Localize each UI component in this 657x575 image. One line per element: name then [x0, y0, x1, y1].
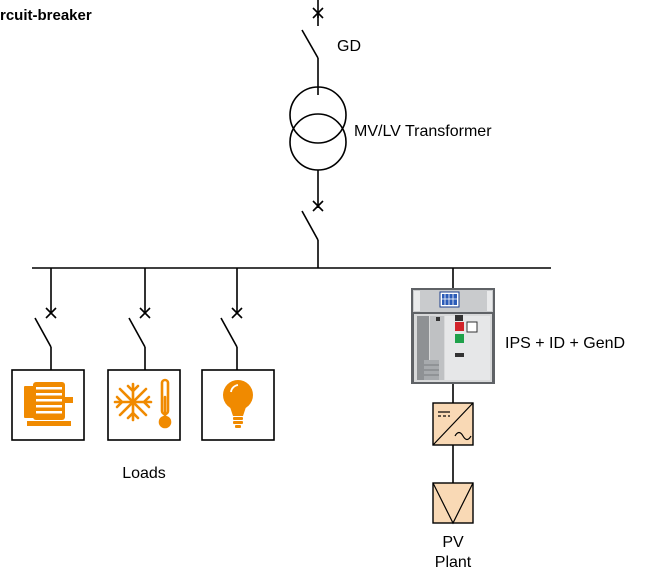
pv-label-line-1: PV — [442, 534, 464, 551]
transformer-icon — [289, 86, 347, 171]
motor-icon — [24, 382, 73, 426]
diagram-title: rcuit-breaker — [0, 7, 92, 24]
load-feeder-1-switch — [34, 268, 57, 370]
inverter-dc-ac-icon — [432, 402, 474, 446]
transformer-label: MV/LV Transformer — [354, 123, 492, 140]
load-box-1 — [11, 369, 85, 441]
gd-switch — [301, 0, 324, 95]
load-box-3 — [201, 369, 275, 441]
loads-label: Loads — [122, 465, 166, 482]
air-circuit-breaker-icon — [411, 288, 495, 384]
load-box-2 — [107, 369, 181, 441]
gd-label: GD — [337, 38, 361, 55]
pv-panel-icon — [432, 482, 474, 525]
load-feeder-2-switch — [128, 268, 151, 370]
pv-label-line-2: Plant — [435, 554, 472, 571]
light-bulb-icon — [223, 380, 253, 428]
breaker-label: IPS + ID + GenD — [505, 335, 625, 352]
load-feeder-3-switch — [220, 268, 243, 370]
lv-main-switch — [301, 170, 324, 268]
refrigeration-thermometer-icon — [113, 378, 172, 429]
